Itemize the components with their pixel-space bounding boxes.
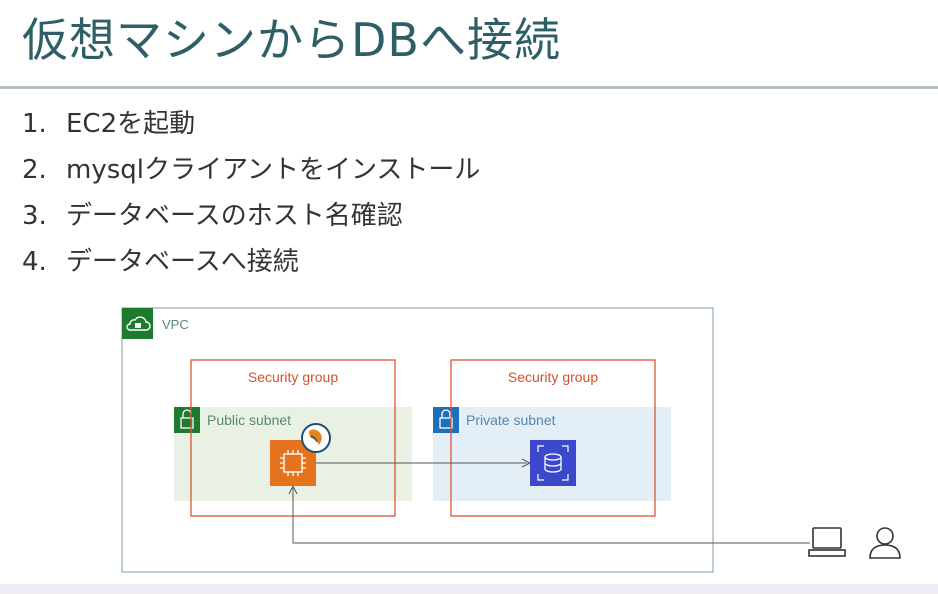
step-text: EC2を起動: [66, 109, 196, 139]
steps-list: 1. EC2を起動 2. mysqlクライアントをインストール 3. データベースのホ…: [22, 106, 480, 290]
security-group-right: [450, 359, 656, 517]
step-item: 3. データベースのホスト名確認: [22, 198, 480, 244]
cloud-lock-icon: [122, 308, 153, 339]
slide-title: 仮想マシンからDBへ接続: [22, 13, 561, 67]
lock-closed-icon: [433, 407, 459, 433]
step-number: 3.: [22, 201, 47, 231]
security-group-left-label: Security group: [247, 369, 339, 385]
user-icon: [869, 527, 901, 559]
lock-open-icon: [174, 407, 200, 433]
step-item: 1. EC2を起動: [22, 106, 480, 152]
public-subnet-label: Public subnet: [207, 412, 292, 428]
laptop-icon: [808, 527, 846, 557]
step-item: 2. mysqlクライアントをインストール: [22, 152, 480, 198]
step-text: データベースへ接続: [66, 247, 299, 277]
step-number: 1.: [22, 109, 47, 139]
rds-database-icon: [530, 440, 576, 486]
private-subnet-label: Private subnet: [466, 412, 556, 428]
step-text: データベースのホスト名確認: [66, 201, 403, 231]
mysql-dolphin-icon: [301, 423, 331, 453]
step-text: mysqlクライアントをインストール: [66, 155, 481, 185]
step-number: 4.: [22, 247, 47, 277]
vpc-label: VPC: [162, 317, 189, 332]
step-item: 4. データベースへ接続: [22, 244, 480, 290]
client-to-ec2-connector: [292, 488, 810, 544]
title-divider: [0, 86, 938, 89]
footer-band: [0, 584, 938, 594]
security-group-right-label: Security group: [507, 369, 599, 385]
vpc-boundary: [121, 307, 714, 573]
step-number: 2.: [22, 155, 47, 185]
